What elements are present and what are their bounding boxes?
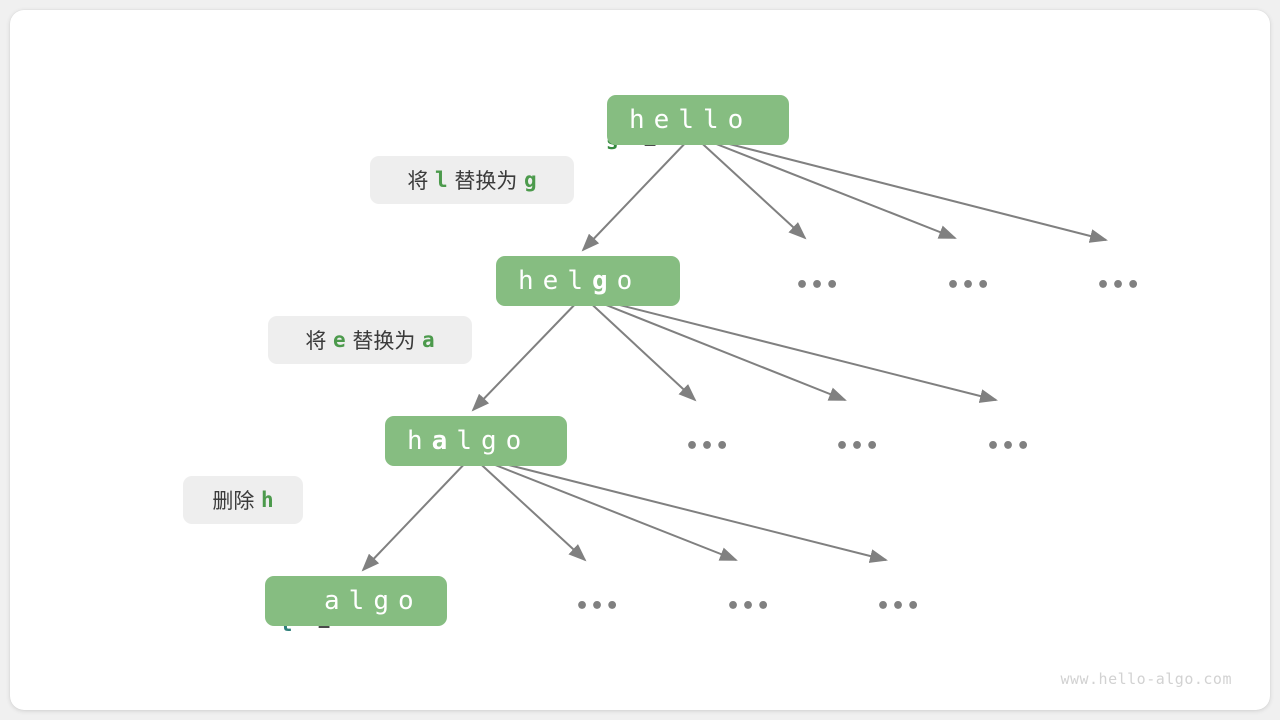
op-label-2-from: h <box>261 488 274 512</box>
op-label-1-from: e <box>333 328 346 352</box>
node-helgo-char-0: h <box>518 266 543 296</box>
ellipsis-row3-1: ••• <box>685 434 731 459</box>
ellipsis-row2-1: ••• <box>795 273 841 298</box>
node-algo-char-0: a <box>324 586 349 616</box>
node-helgo-char-1: e <box>542 266 568 296</box>
op-label-0-middle: 替换为 <box>454 169 518 193</box>
op-label-1-to: a <box>422 328 435 352</box>
node-hello-char-4: o <box>727 105 753 135</box>
node-halgo-char-4: o <box>505 426 531 456</box>
op-label-2-prefix: 删除 <box>212 489 255 513</box>
edges-from-hello <box>581 135 1108 252</box>
ellipsis-row2-2: ••• <box>946 273 992 298</box>
node-halgo-char-3: g <box>480 426 506 456</box>
node-hello-char-3: l <box>702 105 728 135</box>
node-algo-char-1: l <box>348 586 374 616</box>
op-label-0-prefix: 将 <box>407 169 429 193</box>
ellipsis-row3-2: ••• <box>835 434 881 459</box>
ellipsis-row2-3: ••• <box>1096 273 1142 298</box>
op-label-delete-h: 删除 h <box>183 476 303 524</box>
ellipsis-row4-3: ••• <box>876 594 922 619</box>
edges-from-helgo <box>471 296 998 412</box>
edges-from-halgo <box>361 456 888 572</box>
op-label-0-to: g <box>524 168 537 192</box>
node-helgo-char-3: g <box>591 266 617 296</box>
op-label-replace-l-g: 将 l 替换为 g <box>370 156 574 204</box>
op-label-1-prefix: 将 <box>305 329 327 353</box>
ellipsis-row3-3: ••• <box>986 434 1032 459</box>
watermark: www.hello-algo.com <box>1060 670 1232 688</box>
op-label-0-from: l <box>435 168 448 192</box>
op-label-1-middle: 替换为 <box>352 329 416 353</box>
node-hello-char-2: l <box>678 105 703 135</box>
node-hello-char-0: h <box>629 105 654 135</box>
node-halgo-char-0: h <box>407 426 432 456</box>
node-hello-char-1: e <box>653 105 679 135</box>
node-algo-char-2: g <box>373 586 398 616</box>
op-label-replace-e-a: 将 e 替换为 a <box>268 316 472 364</box>
ellipsis-row4-2: ••• <box>726 594 772 619</box>
node-helgo-char-2: l <box>567 266 592 296</box>
node-halgo-char-1: a <box>431 426 457 456</box>
node-algo-char-3: o <box>397 586 423 616</box>
node-halgo-char-2: l <box>456 426 481 456</box>
ellipsis-row4-1: ••• <box>575 594 621 619</box>
node-helgo-char-4: o <box>616 266 642 296</box>
